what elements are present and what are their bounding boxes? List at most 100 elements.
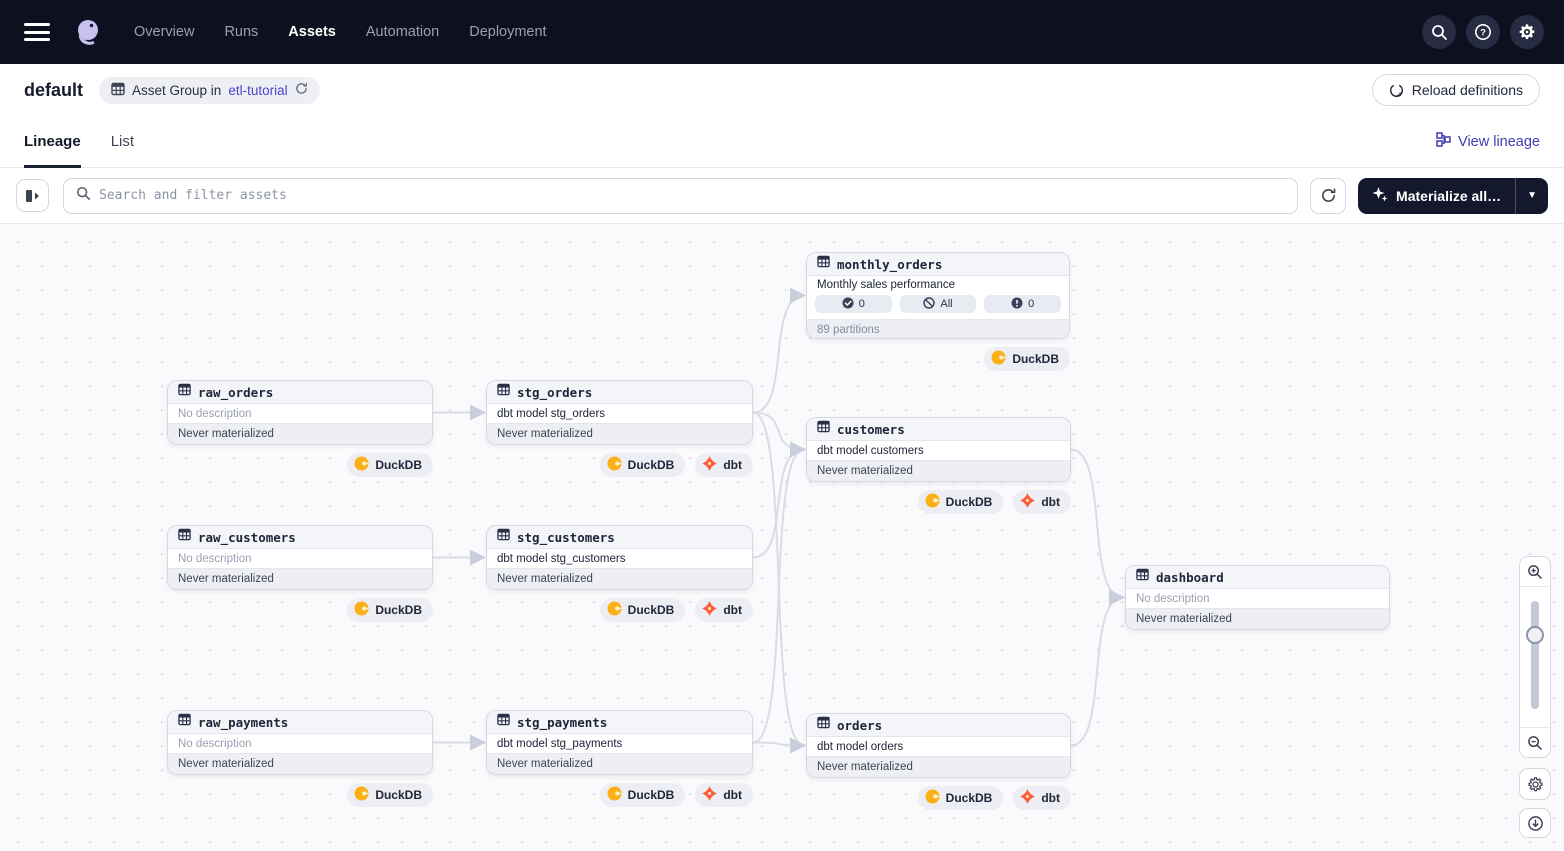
- zoom-slider-thumb[interactable]: [1526, 626, 1544, 644]
- toggle-sidebar-icon[interactable]: [16, 179, 49, 212]
- asset-status: 89 partitions: [807, 319, 1069, 338]
- kind-badges-monthly_orders: DuckDB: [806, 347, 1070, 371]
- zoom-out-icon[interactable]: [1520, 727, 1550, 757]
- materialize-dropdown-caret[interactable]: ▼: [1515, 177, 1548, 214]
- sparkle-icon: [1372, 186, 1388, 205]
- table-icon: [497, 528, 510, 546]
- duckdb-icon: [925, 789, 940, 807]
- table-icon: [817, 716, 830, 734]
- kind-badge-duckdb[interactable]: DuckDB: [599, 453, 686, 477]
- kind-badges-raw_payments: DuckDB: [167, 783, 433, 807]
- kind-badge-duckdb[interactable]: DuckDB: [917, 490, 1004, 514]
- zoom-slider-track[interactable]: [1531, 601, 1539, 709]
- edge-customers-to-dashboard: [1070, 448, 1125, 606]
- kind-badge-duckdb[interactable]: DuckDB: [917, 786, 1004, 810]
- table-icon: [497, 383, 510, 401]
- asset-node-header: dashboard: [1126, 566, 1389, 589]
- kind-badge-dbt[interactable]: dbt: [695, 783, 753, 807]
- kind-badge-duckdb[interactable]: DuckDB: [347, 783, 433, 807]
- nav-item-assets[interactable]: Assets: [288, 24, 336, 40]
- asset-status: Never materialized: [1126, 608, 1389, 629]
- slash-circle-icon: [923, 296, 936, 312]
- kind-badge-duckdb[interactable]: DuckDB: [347, 453, 433, 477]
- kind-badge-duckdb[interactable]: DuckDB: [984, 347, 1070, 371]
- zoom-controls: [1519, 556, 1551, 758]
- table-icon: [497, 713, 510, 731]
- duckdb-icon: [607, 601, 622, 619]
- gear-icon[interactable]: [1510, 15, 1544, 49]
- zoom-in-icon[interactable]: [1520, 557, 1550, 587]
- duckdb-icon: [925, 493, 940, 511]
- kind-badge-dbt[interactable]: dbt: [695, 598, 753, 622]
- kind-badge-dbt[interactable]: dbt: [1013, 786, 1071, 810]
- refresh-icon[interactable]: [1310, 177, 1347, 214]
- nav-item-deployment[interactable]: Deployment: [469, 24, 547, 40]
- materialize-all-button[interactable]: Materialize all… ▼: [1358, 177, 1548, 214]
- settings-icon[interactable]: [1519, 768, 1551, 800]
- asset-group-label: Asset Group in: [132, 82, 222, 98]
- download-icon[interactable]: [1519, 808, 1551, 838]
- kind-badges-raw_orders: DuckDB: [167, 453, 433, 477]
- edge-stg_payments-to-orders: [752, 737, 806, 754]
- tab-lineage[interactable]: Lineage: [24, 116, 81, 168]
- tab-list[interactable]: List: [110, 133, 135, 150]
- asset-node-header: raw_customers: [168, 526, 432, 549]
- menu-icon[interactable]: [24, 23, 50, 41]
- partition-pill: 0: [815, 295, 892, 313]
- table-icon: [111, 82, 125, 99]
- table-icon: [1136, 568, 1149, 586]
- search-icon[interactable]: [1422, 15, 1456, 49]
- reload-definitions-button[interactable]: Reload definitions: [1371, 74, 1540, 106]
- help-icon[interactable]: ?: [1466, 15, 1500, 49]
- asset-search: [63, 177, 1299, 214]
- nav-item-runs[interactable]: Runs: [224, 24, 259, 40]
- asset-node-header: stg_payments: [487, 711, 752, 734]
- refresh-icon[interactable]: [295, 82, 308, 98]
- asset-status: Never materialized: [168, 423, 432, 444]
- dbt-icon: [702, 786, 718, 804]
- view-lineage-link[interactable]: View lineage: [1436, 132, 1540, 151]
- kind-badge-duckdb[interactable]: DuckDB: [599, 598, 686, 622]
- dagster-logo[interactable]: [70, 14, 106, 50]
- edge-stg_customers-to-customers: [752, 441, 806, 559]
- asset-name: orders: [837, 717, 883, 733]
- kind-badges-stg_customers: DuckDB dbt: [486, 598, 753, 622]
- kind-badge-dbt[interactable]: dbt: [1013, 490, 1071, 514]
- code-location-link[interactable]: etl-tutorial: [228, 82, 288, 98]
- asset-status: Never materialized: [807, 756, 1070, 777]
- asset-description: dbt model stg_customers: [497, 552, 626, 565]
- dbt-icon: [1020, 493, 1036, 511]
- asset-description: No description: [178, 737, 252, 750]
- kind-badges-raw_customers: DuckDB: [167, 598, 433, 622]
- nav-item-overview[interactable]: Overview: [134, 24, 195, 40]
- asset-description: No description: [178, 552, 252, 565]
- nav-item-automation[interactable]: Automation: [365, 24, 440, 40]
- kind-badge-dbt[interactable]: dbt: [695, 453, 753, 477]
- kind-badge-duckdb[interactable]: DuckDB: [347, 598, 433, 622]
- alert-circle-icon: [1011, 297, 1023, 312]
- search-input[interactable]: [99, 188, 1286, 203]
- asset-description: No description: [178, 407, 252, 420]
- asset-name: stg_customers: [517, 529, 615, 545]
- asset-name: raw_payments: [198, 714, 289, 730]
- asset-node-header: customers: [807, 418, 1070, 441]
- asset-status: Never materialized: [487, 753, 752, 774]
- kind-badge-duckdb[interactable]: DuckDB: [599, 783, 686, 807]
- search-icon: [76, 186, 91, 206]
- asset-status: Never materialized: [487, 568, 752, 589]
- asset-node-header: raw_payments: [168, 711, 432, 734]
- asset-node-header: monthly_orders: [807, 253, 1069, 276]
- dbt-icon: [1020, 789, 1036, 807]
